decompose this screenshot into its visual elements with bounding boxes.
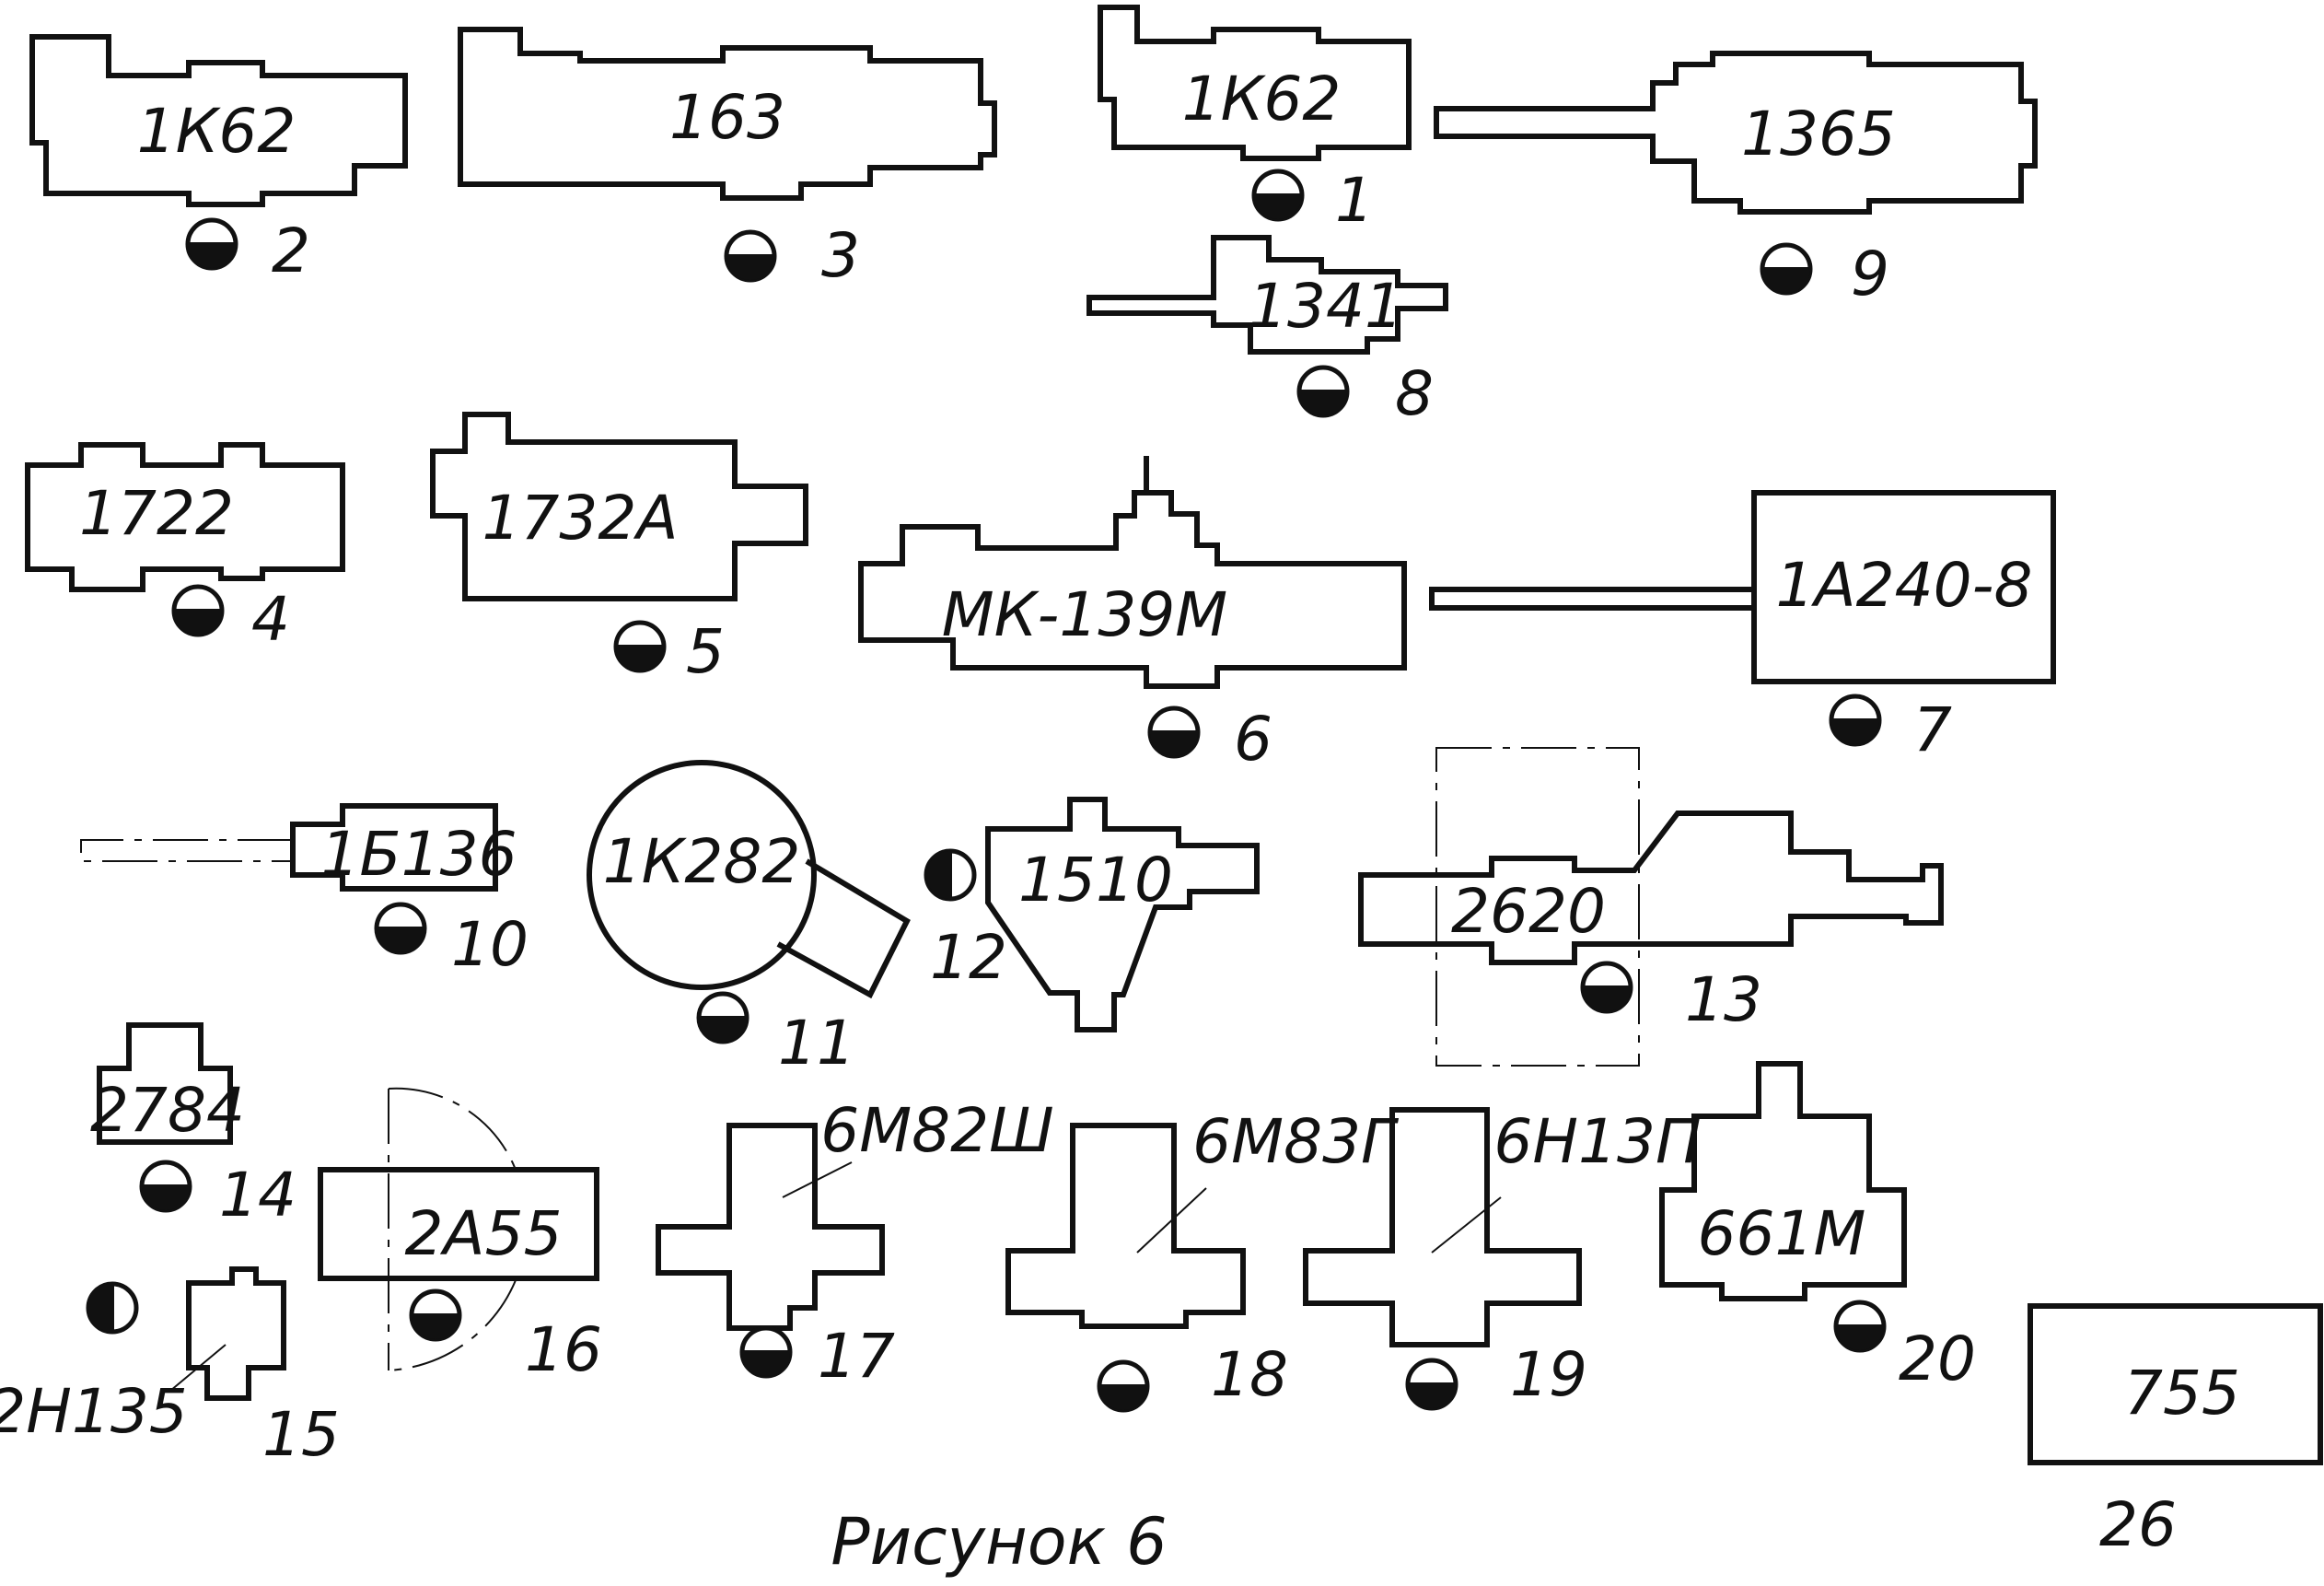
machine-11-number: 11 — [778, 1008, 855, 1079]
operator-position-icon — [174, 587, 222, 635]
machine-2-number: 2 — [272, 216, 310, 286]
machine-2-model: 1К62 — [137, 96, 296, 167]
machine-16-model: 2А55 — [404, 1198, 562, 1269]
operator-position-icon — [1299, 367, 1347, 415]
operator-position-icon — [1583, 963, 1631, 1011]
machine-17: 6М82Ш 17 — [656, 1095, 1054, 1392]
operator-position-icon — [188, 220, 236, 268]
machine-7-number: 7 — [1913, 694, 1952, 765]
machine-26-model: 755 — [2124, 1358, 2240, 1429]
machine-4-number: 4 — [251, 584, 290, 655]
machine-10-number: 10 — [451, 909, 529, 980]
machine-11: 1К282 11 — [587, 760, 911, 1079]
machine-15-model: 2Н135 — [0, 1376, 188, 1447]
machine-18: 6М83Г 18 — [1005, 1106, 1400, 1410]
machine-8-number: 8 — [1395, 358, 1434, 429]
operator-position-icon — [616, 623, 664, 671]
machine-6-number: 6 — [1234, 704, 1272, 775]
machine-14: 2784 14 — [90, 1022, 296, 1230]
machine-7: 1А240-8 7 — [1429, 490, 2056, 765]
machine-3-number: 3 — [821, 220, 860, 291]
machine-14-number: 14 — [219, 1160, 296, 1230]
operator-position-icon — [1099, 1362, 1147, 1410]
operator-position-icon — [1836, 1302, 1884, 1350]
machine-3-model: 163 — [669, 82, 785, 153]
machine-3: 163 3 — [458, 27, 997, 291]
machine-1-model: 1К62 — [1182, 64, 1342, 134]
operator-position-icon — [926, 851, 974, 899]
operator-position-icon — [377, 904, 424, 952]
machine-18-model: 6М83Г — [1192, 1106, 1400, 1177]
machine-18-number: 18 — [1211, 1339, 1288, 1410]
machine-13-model: 2620 — [1451, 876, 1606, 947]
operator-position-icon — [742, 1328, 790, 1376]
operator-position-icon — [1762, 245, 1810, 293]
machine-5: 1732А 5 — [430, 412, 808, 687]
machine-5-model: 1732А — [482, 483, 678, 554]
machine-20-model: 661М — [1698, 1198, 1866, 1269]
machine-6-model: МК-139М — [942, 579, 1228, 650]
operator-position-icon — [1150, 708, 1198, 756]
machine-11-model: 1К282 — [603, 826, 801, 897]
machine-16-number: 16 — [525, 1314, 602, 1385]
machine-16: 2А55 16 — [318, 1087, 602, 1385]
machine-26-number: 26 — [2099, 1489, 2177, 1560]
machine-12-number: 12 — [930, 922, 1007, 993]
machine-20: 661М 20 — [1659, 1061, 1976, 1394]
operator-position-icon — [726, 232, 774, 280]
operator-position-icon — [412, 1291, 459, 1339]
machine-10: 1Б136 10 — [80, 803, 529, 980]
machine-13: 2620 13 — [1358, 747, 1944, 1067]
machine-1: 1К62 1 — [1098, 5, 1412, 236]
machine-4: 1722 4 — [25, 442, 345, 655]
machine-6: МК-139М 6 — [858, 456, 1407, 775]
machine-12-model: 1510 — [1018, 845, 1173, 915]
machine-9: 1365 9 — [1434, 51, 2038, 309]
machine-19-model: 6Н13П — [1493, 1106, 1701, 1177]
operator-position-icon — [1408, 1360, 1456, 1408]
machine-8-model: 1341 — [1249, 271, 1403, 342]
machine-10-model: 1Б136 — [320, 819, 517, 890]
operator-position-icon — [1254, 171, 1302, 219]
operator-position-icon — [1831, 696, 1879, 744]
machine-4-model: 1722 — [79, 478, 234, 549]
figure-caption: Рисунок 6 — [831, 1504, 1167, 1580]
machine-12: 1510 12 — [926, 797, 1260, 1032]
machine-7-model: 1А240-8 — [1776, 550, 2033, 621]
machine-15: 2Н135 15 — [0, 1266, 340, 1470]
machine-9-number: 9 — [1851, 239, 1889, 309]
machine-2: 1К62 2 — [29, 34, 408, 286]
operator-position-icon — [699, 994, 747, 1042]
machine-1-number: 1 — [1335, 165, 1374, 236]
machine-15-number: 15 — [262, 1399, 340, 1470]
machine-8: 1341 8 — [1086, 235, 1448, 429]
machine-19: 6Н13П 19 — [1303, 1106, 1702, 1410]
machine-17-number: 17 — [818, 1321, 895, 1392]
machine-5-number: 5 — [686, 616, 725, 687]
machine-17-model: 6М82Ш — [820, 1095, 1054, 1166]
operator-position-icon — [88, 1284, 136, 1332]
machine-14-model: 2784 — [90, 1075, 245, 1146]
machine-26: 755 26 — [2028, 1303, 2323, 1560]
machine-19-number: 19 — [1510, 1339, 1587, 1410]
machine-20-number: 20 — [1899, 1324, 1976, 1394]
machine-13-number: 13 — [1685, 964, 1762, 1035]
machine-9-model: 1365 — [1741, 99, 1896, 169]
operator-position-icon — [142, 1162, 190, 1210]
